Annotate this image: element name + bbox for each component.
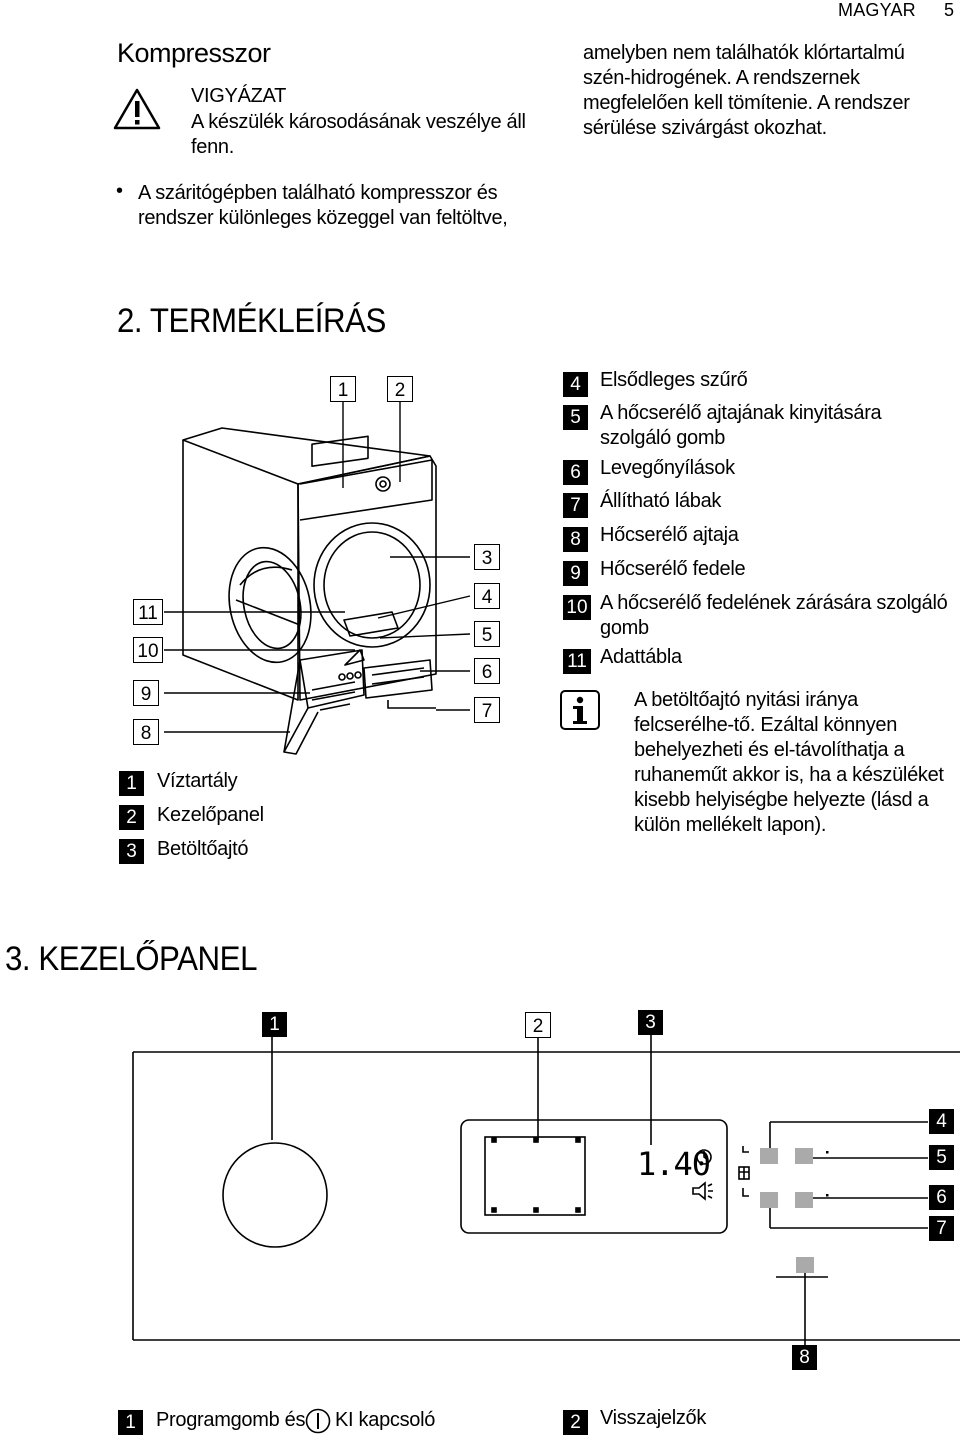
- fig3-callout-4: 4: [929, 1109, 954, 1134]
- section2-heading: 2. TERMÉKLEÍRÁS: [117, 302, 386, 340]
- legend-num: 1: [119, 771, 144, 796]
- fig2-callout-8: 8: [133, 719, 159, 745]
- fig2-callout-7: 7: [474, 697, 500, 723]
- fig3-callout-1: 1: [262, 1012, 287, 1037]
- power-icon: [305, 1408, 331, 1434]
- kompresszor-heading: Kompresszor: [117, 38, 271, 68]
- fig3-callout-5: 5: [929, 1145, 954, 1170]
- fig2-callout-3: 3: [474, 544, 500, 570]
- section3-heading: 3. KEZELŐPANEL: [5, 940, 258, 978]
- legend-label: Visszajelzők: [600, 1407, 707, 1429]
- info-text: A betöltőajtó nyitási iránya felcserélhe…: [634, 689, 944, 836]
- legend-label: Állítható lábak: [600, 490, 722, 512]
- legend-label: Levegőnyílások: [600, 457, 735, 479]
- legend-label: KI kapcsoló: [335, 1409, 436, 1431]
- continuation-text: amelyben nem találhatók klórtartalmú szé…: [583, 42, 910, 139]
- warning-title: VIGYÁZAT: [191, 85, 287, 107]
- fig2-callout-9: 9: [133, 680, 159, 706]
- fig3-callout-7: 7: [929, 1216, 954, 1241]
- fig3-callout-3: 3: [638, 1010, 663, 1035]
- legend-num: 5: [563, 405, 588, 430]
- legend-label: A hőcserélő ajtajának kinyitására szolgá…: [600, 402, 882, 449]
- display-readout: 1.40: [637, 1145, 711, 1183]
- bullet-text: A száritógépben található kompresszor és…: [138, 182, 508, 229]
- fig2-callout-5: 5: [474, 621, 500, 647]
- legend-label: Programgomb és: [156, 1409, 306, 1431]
- legend-label: Elsődleges szűrő: [600, 369, 748, 391]
- bullet-dot: •: [116, 180, 124, 202]
- fig2-callout-4: 4: [474, 583, 500, 609]
- legend-label: Betöltőajtó: [157, 838, 249, 860]
- dryer-illustration: [164, 402, 471, 755]
- page-number: 5: [944, 0, 955, 20]
- legend-num: 8: [563, 527, 588, 552]
- fig3-callout-2: 2: [525, 1012, 551, 1038]
- legend-num: 4: [563, 372, 588, 397]
- header-language: MAGYAR: [838, 0, 916, 20]
- fig3-callout-6: 6: [929, 1185, 954, 1210]
- legend-label: Víztartály: [157, 770, 238, 792]
- warning-text: A készülék károsodásának veszélye áll fe…: [191, 111, 526, 158]
- legend-num: 9: [563, 561, 588, 586]
- legend-label: A hőcserélő fedelének zárására szolgáló …: [600, 592, 948, 639]
- legend-label: Hőcserélő ajtaja: [600, 524, 739, 546]
- fig2-callout-6: 6: [474, 658, 500, 684]
- legend-num: 11: [563, 649, 591, 674]
- fig2-callout-1: 1: [330, 376, 356, 402]
- fig2-callout-11: 11: [133, 599, 163, 625]
- legend-num: 10: [563, 595, 591, 620]
- fig3-callout-8: 8: [792, 1345, 817, 1370]
- legend-label: Hőcserélő fedele: [600, 558, 746, 580]
- info-icon: [560, 690, 600, 730]
- legend-num: 7: [563, 493, 588, 518]
- fig2-callout-2: 2: [387, 376, 413, 402]
- legend-label: Adattábla: [600, 646, 682, 668]
- fig2-callout-10: 10: [133, 637, 163, 663]
- legend-num: 3: [119, 839, 144, 864]
- legend-num: 2: [119, 805, 144, 830]
- warning-triangle-icon: [113, 88, 161, 130]
- legend-num: 2: [563, 1410, 588, 1435]
- legend-num: 1: [118, 1410, 143, 1435]
- legend-num: 6: [563, 460, 588, 485]
- legend-label: Kezelőpanel: [157, 804, 264, 826]
